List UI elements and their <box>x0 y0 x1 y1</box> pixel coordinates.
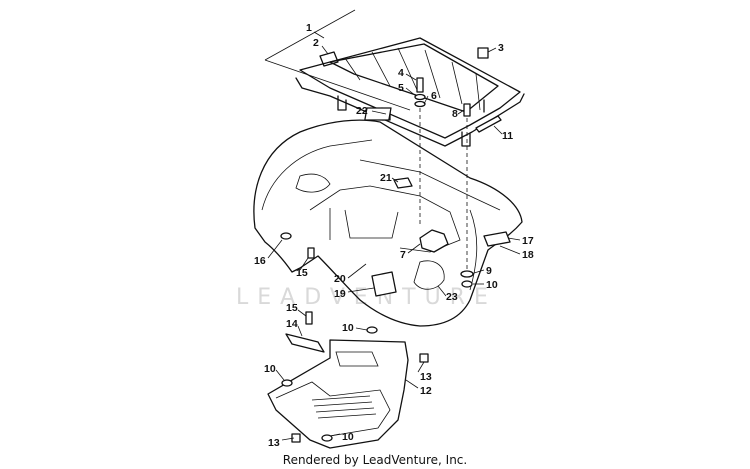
callout-18: 18 <box>522 249 534 261</box>
rack-crossbars <box>344 47 481 111</box>
cap-part-7 <box>419 229 449 253</box>
nut-part-3 <box>477 47 489 59</box>
grommet-part-16 <box>280 232 292 240</box>
footwell-panel <box>267 339 409 449</box>
reflector-part-17 <box>483 231 511 247</box>
fender-left-contour <box>261 139 373 211</box>
nut-part-10-upper <box>461 280 473 288</box>
callout-10-upper: 10 <box>486 279 498 291</box>
callout-20: 20 <box>334 273 346 285</box>
rack-hardware <box>364 47 489 270</box>
callout-10-left: 10 <box>264 363 276 375</box>
callout-10-mid: 10 <box>342 322 354 334</box>
callout-15-lower: 15 <box>286 302 298 314</box>
callout-13-left: 13 <box>268 437 280 449</box>
callout-16: 16 <box>254 255 266 267</box>
credit-text: Rendered by LeadVenture, Inc. <box>283 453 467 467</box>
callout-14: 14 <box>286 318 298 330</box>
callout-8: 8 <box>452 108 458 120</box>
rear-fender <box>253 119 523 327</box>
washer-part-6 <box>414 100 426 108</box>
callout-3: 3 <box>498 42 504 54</box>
rack-lower-rail <box>295 77 525 147</box>
fender-storage-box <box>329 208 399 240</box>
footwell-assembly <box>267 311 429 449</box>
nut-part-10-mid <box>366 326 378 334</box>
callout-11: 11 <box>502 130 513 142</box>
washer-part-5 <box>414 93 426 101</box>
screw-part-13-right <box>419 353 429 363</box>
callout-10-bottom: 10 <box>342 431 354 443</box>
callout-21: 21 <box>380 172 392 184</box>
rack-reflector-part-11 <box>475 115 502 133</box>
rack-bracket-line <box>264 9 356 61</box>
rack-clip-part-2 <box>319 51 339 67</box>
screw-part-15-lower <box>305 311 313 325</box>
callout-6: 6 <box>431 90 437 102</box>
callout-leaders <box>267 31 521 441</box>
callout-7: 7 <box>400 249 406 261</box>
fender-top-ridge <box>359 159 501 211</box>
nut-part-10-left <box>281 379 293 387</box>
footwell-floor <box>275 381 391 437</box>
trim-part-14 <box>285 333 325 353</box>
fender-outline <box>253 119 523 327</box>
footwell-tread <box>311 395 377 419</box>
callout-23: 23 <box>446 291 458 303</box>
callout-19: 19 <box>334 288 346 300</box>
bolt-part-8 <box>463 103 471 117</box>
watermark-text: LEADVENTURE <box>236 285 497 310</box>
washer-part-9 <box>460 270 474 278</box>
callout-2: 2 <box>313 37 319 49</box>
screw-part-15-upper <box>307 247 315 259</box>
callout-labels: 1 2 3 4 5 6 8 11 22 21 7 17 18 9 10 23 1… <box>254 22 534 449</box>
callout-22: 22 <box>356 105 368 117</box>
logo-decal-part-23 <box>413 260 445 290</box>
rear-rack <box>264 9 525 147</box>
rack-inner-rail <box>329 43 499 113</box>
nut-part-10-bottom <box>321 434 333 442</box>
footwell-upper-panel <box>335 351 379 367</box>
callout-1: 1 <box>306 22 312 34</box>
decal-part-22 <box>364 107 392 121</box>
callout-13-right: 13 <box>420 371 432 383</box>
latch-part-21 <box>393 177 413 189</box>
rack-bracket-line-2 <box>264 59 411 111</box>
fender-cup-holder <box>295 173 331 193</box>
bolt-part-4 <box>416 77 424 93</box>
rack-outer-rail <box>299 37 521 139</box>
fender-right-contour <box>469 209 478 291</box>
callout-9: 9 <box>486 265 492 277</box>
callout-4: 4 <box>398 67 404 79</box>
callout-5: 5 <box>398 82 404 94</box>
callout-17: 17 <box>522 235 534 247</box>
callout-12: 12 <box>420 385 432 397</box>
callout-15-upper: 15 <box>296 267 308 279</box>
decal-part-19 <box>371 271 397 297</box>
